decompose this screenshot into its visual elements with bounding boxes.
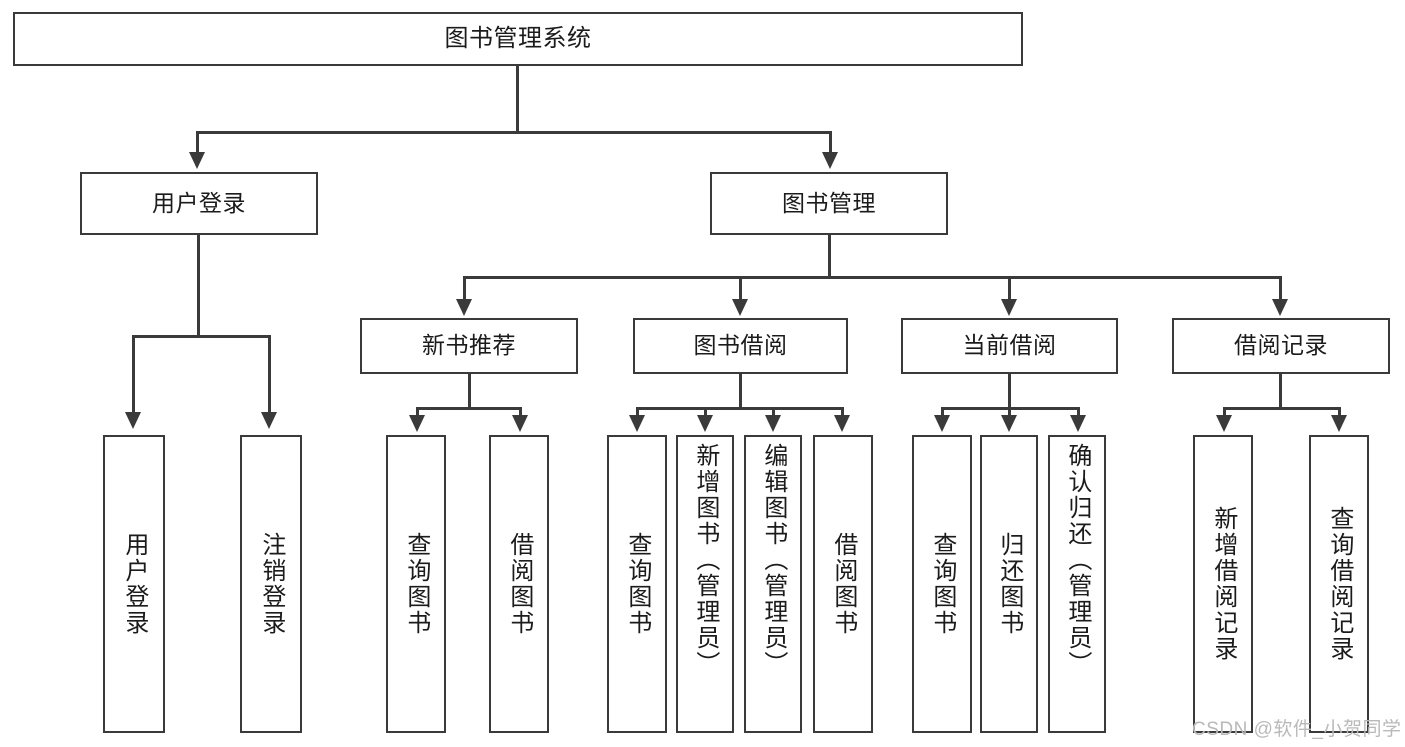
leaf-query-book-recommend[interactable]: 查询图书 [386, 435, 446, 733]
arrowhead-borrowrecord-leaf-1 [1216, 415, 1232, 432]
node-label: 新书推荐 [422, 332, 516, 359]
leaf-user-login[interactable]: 用户登录 [103, 435, 165, 733]
arrowhead-leaf-logout [261, 412, 277, 429]
leaf-borrow-book[interactable]: 借阅图书 [813, 435, 873, 733]
connector-to-leaf-logout [268, 335, 271, 415]
connector-bookborrow-leaf-4 [841, 407, 844, 417]
connector-borrow-record-bus [1223, 407, 1341, 410]
leaf-edit-book-admin[interactable]: 编辑图书（管理员） [744, 435, 802, 733]
node-label: 新增借阅记录 [1209, 506, 1237, 662]
connector-new-book-stem [468, 374, 471, 410]
leaf-query-book-current[interactable]: 查询图书 [912, 435, 972, 733]
connector-new-book-leaf-2 [519, 407, 522, 417]
arrowhead-bookborrow-leaf-4 [834, 415, 850, 432]
connector-borrowrecord-leaf-1 [1223, 407, 1226, 417]
node-label: 查询图书 [928, 532, 956, 636]
arrowhead-currentborrow-leaf-1 [934, 415, 950, 432]
connector-to-leaf-user-login [132, 335, 135, 415]
arrowhead-bookborrow-leaf-2 [697, 415, 713, 432]
leaf-query-book-borrow[interactable]: 查询图书 [607, 435, 667, 733]
node-current-borrow[interactable]: 当前借阅 [901, 318, 1118, 374]
node-label: 确认归还（管理员） [1063, 443, 1091, 677]
leaf-confirm-return-admin[interactable]: 确认归还（管理员） [1048, 435, 1106, 733]
node-book-management[interactable]: 图书管理 [710, 172, 948, 235]
node-borrow-record[interactable]: 借阅记录 [1172, 318, 1390, 374]
connector-root-to-book-manage [829, 131, 832, 155]
arrowhead-currentborrow-leaf-3 [1070, 415, 1086, 432]
connector-root-stem [516, 66, 519, 132]
node-label: 注销登录 [257, 532, 285, 636]
arrowhead-bookborrow-leaf-1 [629, 415, 645, 432]
connector-new-book-leaf-1 [416, 407, 419, 417]
node-label: 借阅记录 [1234, 332, 1328, 359]
connector-to-current-borrow [1008, 276, 1011, 302]
node-book-borrow[interactable]: 图书借阅 [633, 318, 848, 374]
leaf-add-book-admin[interactable]: 新增图书（管理员） [676, 435, 734, 733]
arrowhead-borrow-record [1272, 299, 1288, 316]
leaf-return-book[interactable]: 归还图书 [980, 435, 1038, 733]
arrowhead-currentborrow-leaf-2 [1001, 415, 1017, 432]
connector-bookborrow-leaf-1 [636, 407, 639, 417]
node-label: 用户登录 [120, 532, 148, 636]
connector-currentborrow-leaf-1 [941, 407, 944, 417]
arrowhead-user-login [189, 152, 205, 169]
arrowhead-current-borrow [1001, 299, 1017, 316]
arrowhead-leaf-user-login [125, 412, 141, 429]
arrowhead-borrowrecord-leaf-2 [1331, 415, 1347, 432]
node-label: 新增图书（管理员） [691, 443, 719, 677]
node-label: 用户登录 [152, 189, 246, 216]
connector-to-new-book [463, 276, 466, 302]
connector-currentborrow-leaf-3 [1077, 407, 1080, 417]
node-label: 编辑图书（管理员） [759, 443, 787, 677]
node-label: 图书管理系统 [444, 24, 592, 52]
connector-level2-bus [463, 276, 1282, 279]
connector-root-to-user-login [196, 131, 199, 155]
node-label: 借阅图书 [829, 532, 857, 636]
node-label: 图书借阅 [693, 332, 788, 359]
arrowhead-bookborrow-leaf-3 [765, 415, 781, 432]
connector-borrowrecord-leaf-2 [1338, 407, 1341, 417]
node-new-book-recommend[interactable]: 新书推荐 [360, 318, 578, 374]
connector-book-borrow-stem [739, 374, 742, 410]
arrowhead-book-manage [822, 152, 838, 169]
node-label: 借阅图书 [505, 532, 533, 636]
node-label: 查询借阅记录 [1325, 506, 1353, 662]
node-label: 查询图书 [402, 532, 430, 636]
leaf-borrow-book-recommend[interactable]: 借阅图书 [489, 435, 549, 733]
connector-new-book-bus [416, 407, 522, 410]
node-label: 当前借阅 [962, 332, 1057, 359]
connector-to-book-borrow [739, 276, 742, 302]
connector-currentborrow-leaf-2 [1008, 407, 1011, 417]
node-user-login[interactable]: 用户登录 [80, 172, 318, 235]
node-label: 归还图书 [995, 532, 1023, 636]
connector-user-login-bus [132, 335, 271, 338]
connector-to-borrow-record [1279, 276, 1282, 302]
connector-current-borrow-stem [1008, 374, 1011, 410]
connector-bookborrow-leaf-3 [772, 407, 775, 417]
leaf-query-borrow-record[interactable]: 查询借阅记录 [1309, 435, 1369, 733]
leaf-add-borrow-record[interactable]: 新增借阅记录 [1193, 435, 1253, 733]
connector-book-manage-stem [828, 235, 831, 278]
arrowhead-newbook-leaf-2 [512, 415, 528, 432]
arrowhead-newbook-leaf-1 [409, 415, 425, 432]
connector-user-login-stem [197, 235, 200, 336]
connector-book-borrow-bus [636, 407, 843, 410]
connector-root-bus [196, 131, 832, 134]
csdn-watermark: CSDN @软件_小贺同学 [1192, 719, 1402, 740]
node-root-system[interactable]: 图书管理系统 [13, 12, 1023, 66]
node-label: 图书管理 [782, 189, 876, 216]
arrowhead-new-book [456, 299, 472, 316]
connector-bookborrow-leaf-2 [704, 407, 707, 417]
leaf-logout[interactable]: 注销登录 [240, 435, 302, 733]
node-label: 查询图书 [623, 532, 651, 636]
connector-borrow-record-stem [1279, 374, 1282, 410]
arrowhead-book-borrow [732, 299, 748, 316]
